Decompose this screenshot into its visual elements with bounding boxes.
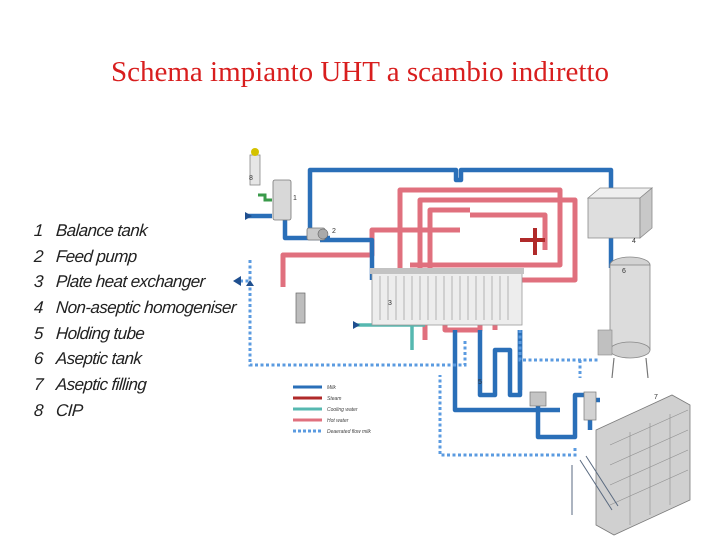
legend-number: 1 [33,220,44,240]
balance-tank [272,179,292,221]
legend-label: Aseptic filling [55,374,147,394]
cip-pipe [258,193,272,202]
legend-label: Aseptic tank [55,349,143,369]
legend-label: Feed pump [55,246,138,266]
legend-item: 1 Balance tank [33,218,245,244]
legend-number: 3 [33,272,44,292]
flow-legend-deaerated-milk: Deaerated flow milk [327,429,371,435]
flow-arrows [233,208,614,329]
plate-heat-exchanger [370,268,524,326]
flow-legend-steam: Steam [327,396,341,402]
flow-legend: Milk Steam Cooling water Hot water Deaer… [293,385,371,435]
aseptic-filling-machine [571,394,691,536]
legend-item: 5 Holding tube [33,321,245,347]
label-cip: 8 [249,175,253,182]
legend-label: Balance tank [55,220,148,240]
legend-item: 4 Non-aseptic homogeniser [33,295,245,321]
legend-label: Plate heat exchanger [55,272,206,292]
legend-number: 7 [33,374,44,394]
legend-number: 5 [33,323,44,343]
label-balance-tank: 1 [293,195,297,202]
legend-number: 8 [33,400,44,420]
booster-pump [295,292,306,324]
flow-legend-cooling-water: Cooling water [327,407,358,413]
cip-unit [249,148,261,186]
cooling-water-pipes [355,323,425,350]
feed-pump [306,227,329,241]
legend-label: Non-aseptic homogeniser [55,297,237,317]
flow-legend-hot-water: Hot water [327,418,349,424]
homogeniser [586,187,654,239]
component-legend: 1 Balance tank 2 Feed pump 3 Plate heat exc… [33,218,245,424]
legend-label: CIP [55,400,84,420]
legend-item: 7 Aseptic filling [33,372,245,398]
milk-pipes [245,167,614,440]
label-plate-heat-exchanger: 3 [388,300,392,307]
legend-item: 3 Plate heat exchanger [33,269,245,295]
legend-number: 6 [33,349,44,369]
sensor-unit [583,391,597,421]
page-title: Schema impianto UHT a scambio indiretto [111,56,609,88]
steam-pipes [520,228,545,255]
uht-plant-diagram: Milk Steam Cooling water Hot water Deaer… [233,148,691,536]
label-feed-pump: 2 [332,228,336,235]
label-aseptic-filling: 7 [654,394,658,401]
legend-number: 2 [33,246,44,266]
label-homogeniser: 4 [632,238,636,245]
legend-item: 6 Aseptic tank [33,346,245,372]
legend-label: Holding tube [55,323,145,343]
label-holding-tube: 5 [478,379,482,386]
aseptic-tank [597,256,651,379]
divert-valve [529,391,547,407]
component-numbers: 1 2 3 4 5 6 7 8 [249,175,658,401]
flow-legend-milk: Milk [327,385,336,391]
legend-number: 4 [33,297,44,317]
legend-item: 8 CIP [33,398,245,424]
label-aseptic-tank: 6 [622,268,626,275]
legend-item: 2 Feed pump [33,244,245,270]
